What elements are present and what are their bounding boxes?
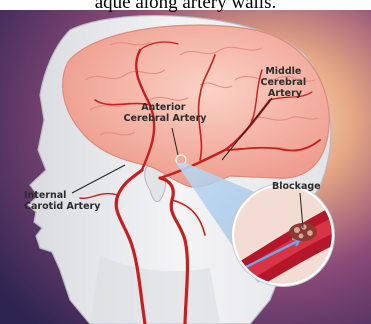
label-blockage: Blockage (272, 181, 321, 192)
caption-text: aque along artery walls. (0, 0, 371, 14)
